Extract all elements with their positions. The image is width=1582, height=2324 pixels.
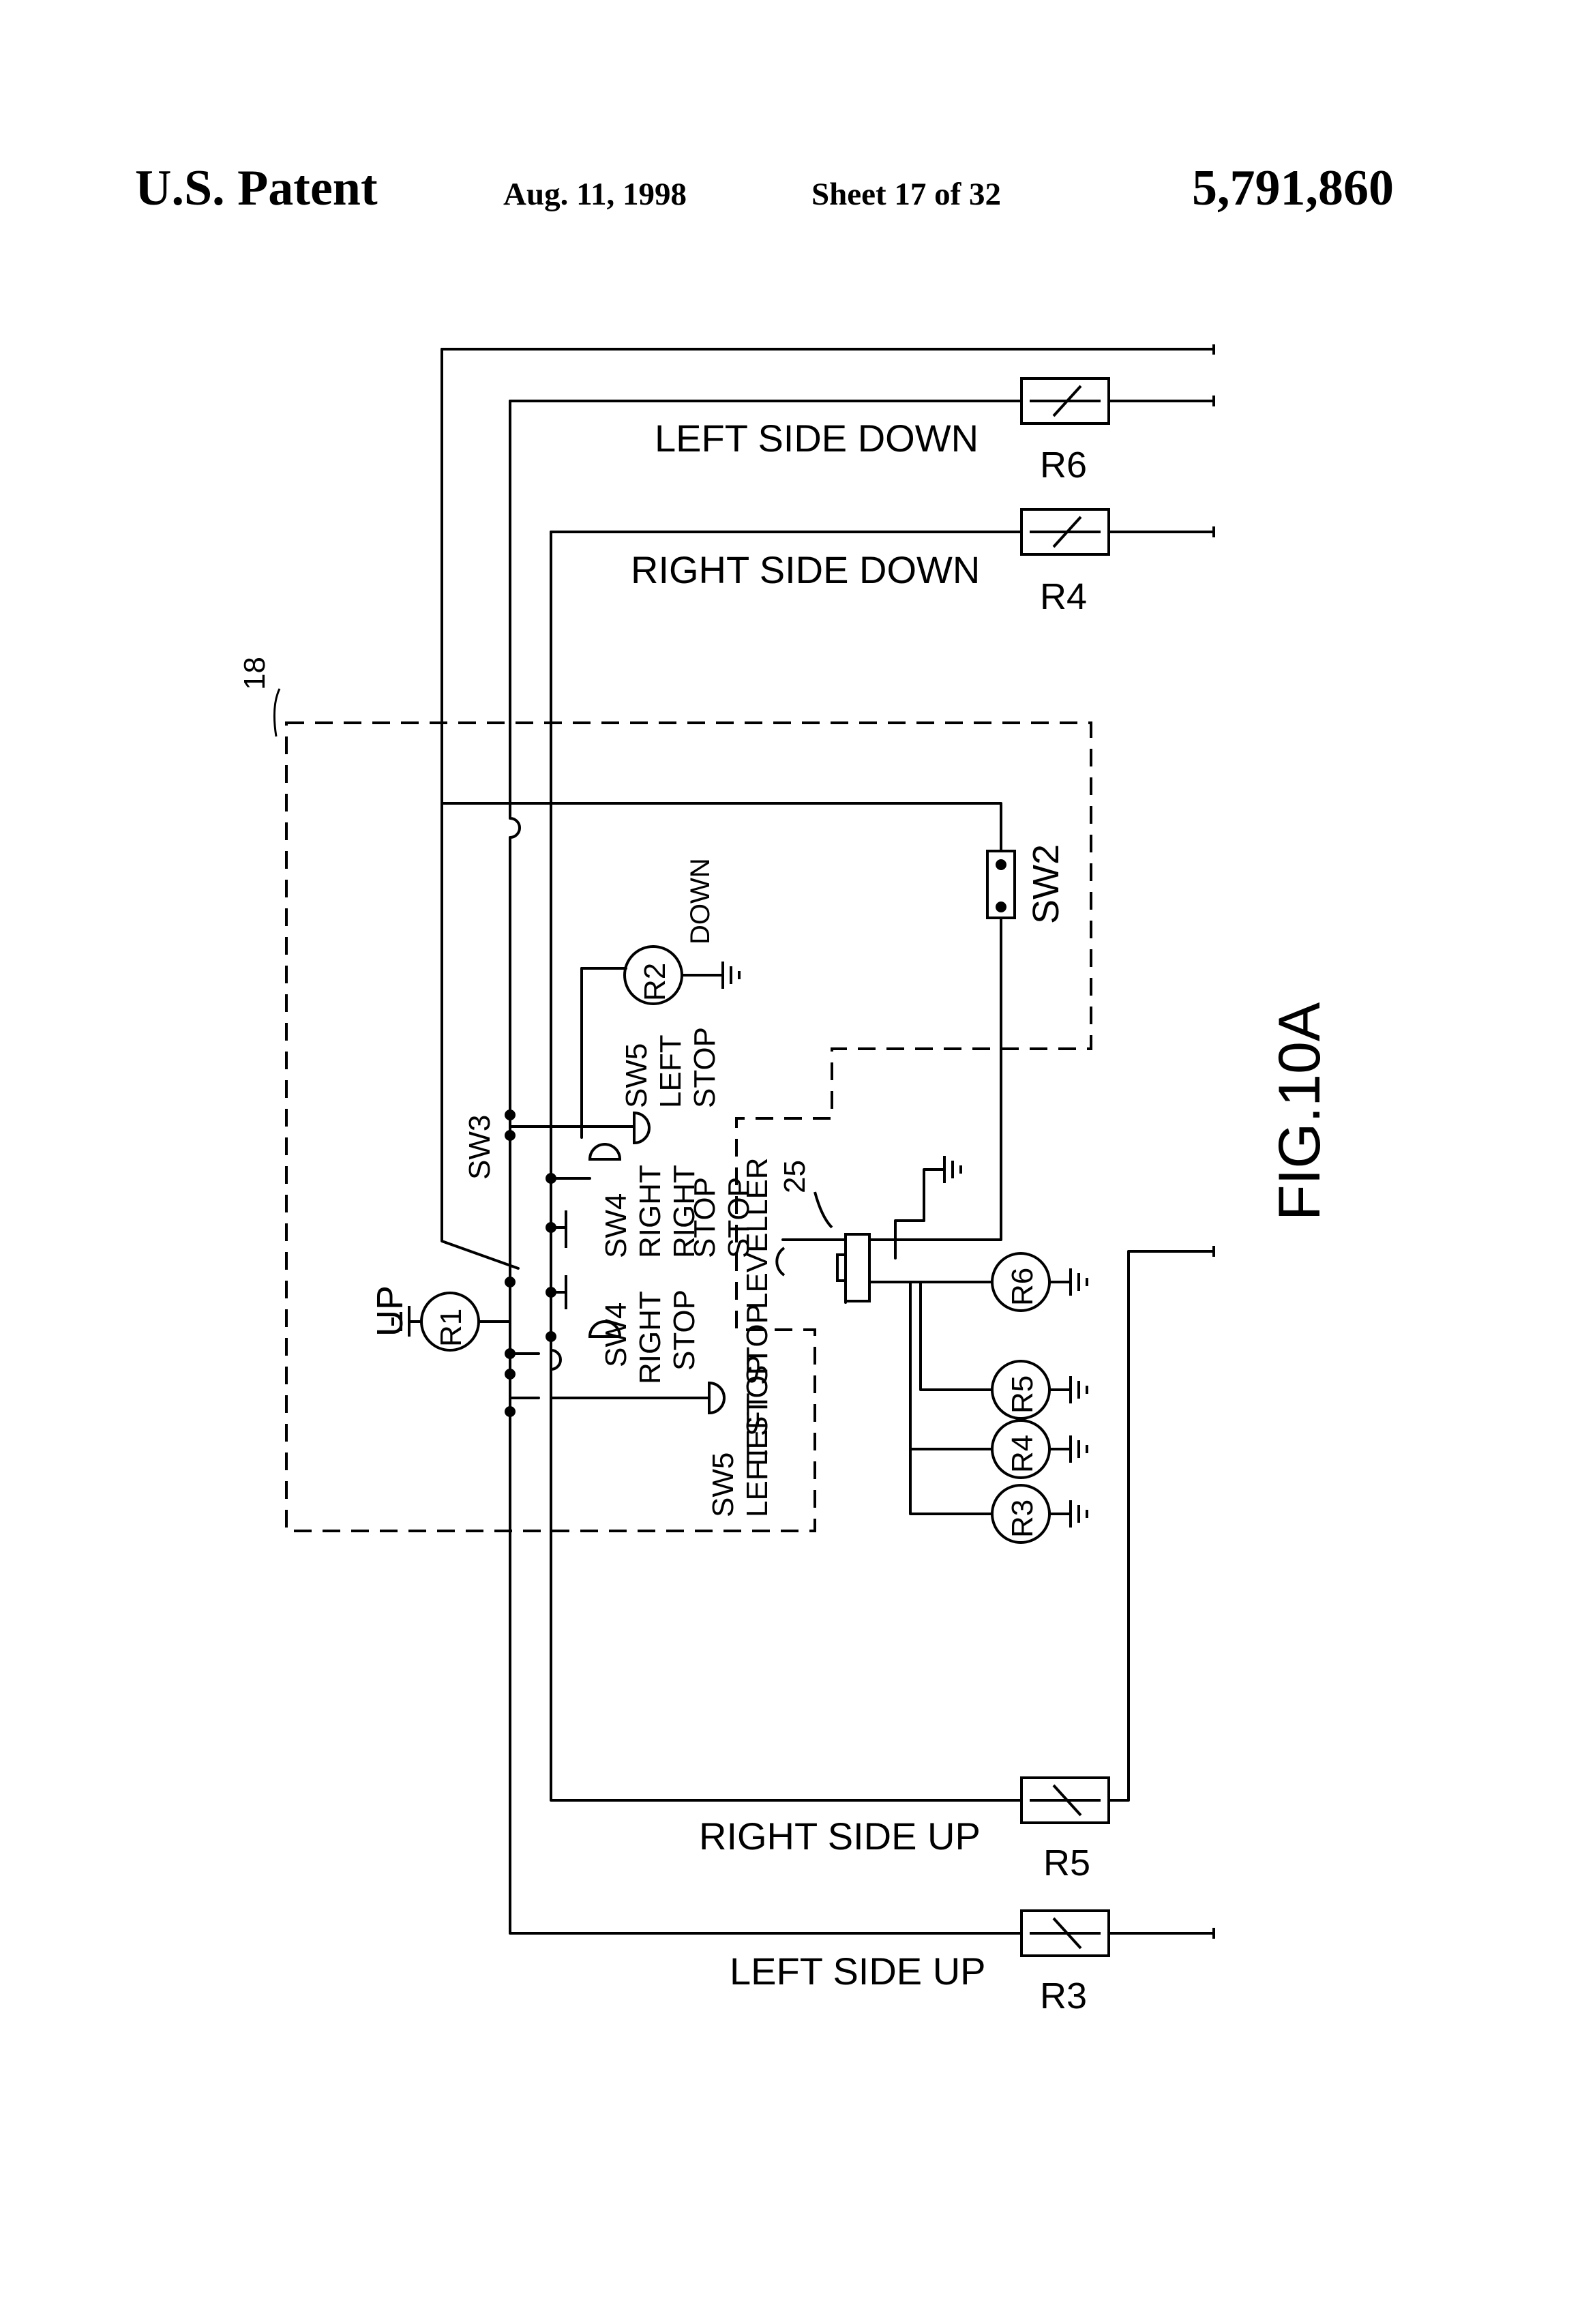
label-right-side-down: RIGHT SIDE DOWN (631, 548, 980, 591)
label-relay-r5: R5 (1043, 1843, 1090, 1883)
figure-label: FIG.10A (1267, 1002, 1332, 1221)
label-left-stop: LEFT STOP (741, 1304, 774, 1466)
label-sw4-b: SW4 (599, 1302, 633, 1367)
label-relay-r4: R4 (1040, 576, 1087, 617)
label-stop-b: STOP (722, 1177, 756, 1258)
coil-feeds (409, 974, 1071, 1515)
header-date: Aug. 11, 1998 (503, 177, 687, 212)
label-left-side-up: LEFT SIDE UP (730, 1950, 986, 1993)
label-relay-r6: R6 (1040, 445, 1087, 486)
label-left-stop-bottom: LEFT STOP (741, 1355, 774, 1517)
label-stop-a: STOP (688, 1177, 721, 1258)
label-sw3: SW3 (463, 1115, 496, 1180)
header-patent-number: 5,791,860 (1192, 160, 1394, 216)
label-sw5-bottom: SW5 (706, 1452, 740, 1517)
label-leveller: LEVELLER (741, 1157, 774, 1309)
header-patent-label: U.S. Patent (135, 160, 378, 216)
label-relay-r3: R3 (1040, 1976, 1087, 2016)
label-left-side-down: LEFT SIDE DOWN (655, 417, 979, 460)
label-ref-25: 25 (778, 1160, 811, 1193)
label-right-a: RIGHT (633, 1165, 667, 1258)
label-coil-r1: R1 (434, 1309, 468, 1347)
ground-symbols (391, 962, 1088, 1528)
relay-contact-r4 (1020, 508, 1110, 556)
relay-contact-r6 (1020, 377, 1110, 425)
label-coil-r4: R4 (1006, 1435, 1039, 1473)
label-up: UP (370, 1285, 411, 1337)
label-right-side-up: RIGHT SIDE UP (699, 1815, 981, 1858)
label-down: DOWN (685, 858, 715, 944)
wires (441, 348, 1215, 1935)
label-coil-r5: R5 (1006, 1375, 1039, 1414)
switch-sw2 (986, 850, 1016, 919)
label-stop-c: STOP (668, 1290, 701, 1371)
label-right-c: RIGHT (633, 1291, 667, 1384)
label-sw4-a: SW4 (599, 1193, 633, 1258)
label-coil-r3: R3 (1006, 1500, 1039, 1538)
label-left-top: LEFT (654, 1034, 687, 1108)
label-sw2: SW2 (1026, 844, 1066, 924)
header-sheet-number: Sheet 17 of 32 (811, 177, 1002, 212)
label-coil-r6: R6 (1006, 1268, 1039, 1306)
label-coil-r2: R2 (638, 963, 672, 1001)
enclosure-18-outline (285, 721, 1092, 1532)
label-ref-18: 18 (238, 657, 271, 690)
relay-contact-r5 (1020, 1776, 1110, 1824)
leveller-sensor (775, 1191, 871, 1302)
label-right-b: RIGHT (668, 1165, 701, 1258)
enclosure-18-leader (273, 688, 281, 737)
pushbutton-symbols (565, 1111, 726, 1415)
junction-dots (505, 859, 1006, 1417)
label-sw5-top: SW5 (620, 1043, 653, 1108)
label-stop-top: STOP (688, 1027, 721, 1108)
relay-contact-r3 (1020, 1909, 1110, 1957)
